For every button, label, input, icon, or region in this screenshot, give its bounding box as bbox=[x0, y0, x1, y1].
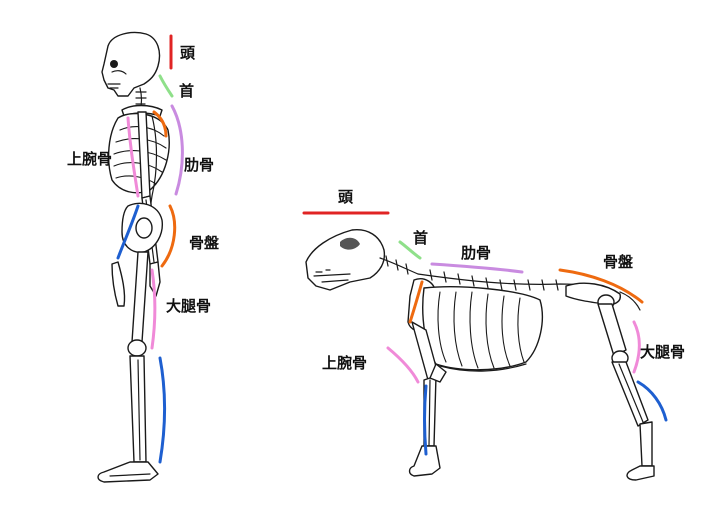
human-markers bbox=[116, 34, 184, 464]
dog-label-head: 頭 bbox=[338, 188, 354, 206]
human-femur bbox=[131, 251, 149, 343]
dog-skeleton bbox=[305, 229, 655, 481]
dog-neck-marker bbox=[398, 240, 422, 260]
dog-tibia bbox=[611, 361, 649, 427]
human-skull bbox=[101, 31, 161, 97]
dog-cervical-spine bbox=[379, 257, 419, 275]
human-label-pelvis: 骨盤 bbox=[189, 234, 220, 252]
dog-femur-marker bbox=[632, 320, 641, 374]
dog-hind-paw bbox=[626, 465, 655, 481]
human-label-head: 頭 bbox=[180, 44, 196, 62]
human-foot bbox=[97, 461, 159, 483]
human-lower-leg-marker bbox=[158, 356, 166, 464]
human-pelvis-marker bbox=[160, 204, 177, 268]
dog-label-ribs: 肋骨 bbox=[461, 244, 491, 262]
human-forearm-marker bbox=[116, 204, 140, 260]
dog-scapula-marker bbox=[408, 280, 424, 324]
dog-forearm-marker bbox=[423, 384, 428, 456]
dog-humerus-marker bbox=[386, 346, 420, 384]
human-label-humerus: 上腕骨 bbox=[67, 150, 112, 168]
dog-label-femur: 大腿骨 bbox=[640, 343, 685, 361]
dog-lower-leg-marker bbox=[636, 380, 668, 422]
dog-ribs-marker bbox=[430, 262, 524, 274]
human-shoulder-marker bbox=[152, 110, 168, 138]
human-label-ribs: 肋骨 bbox=[184, 156, 214, 174]
dog-pelvis-marker bbox=[558, 268, 644, 304]
human-labels: 頭 首 肋骨 上腕骨 骨盤 大腿骨 bbox=[67, 44, 220, 315]
dog-label-humerus: 上腕骨 bbox=[322, 354, 367, 372]
dog-labels: 頭 首 肋骨 骨盤 上腕骨 大腿骨 bbox=[322, 188, 685, 372]
dog-markers bbox=[302, 211, 668, 456]
dog-label-pelvis: 骨盤 bbox=[603, 253, 634, 271]
dog-ribcage bbox=[422, 286, 543, 371]
human-label-femur: 大腿骨 bbox=[166, 297, 211, 315]
human-neck-marker bbox=[158, 74, 174, 98]
human-femur-marker bbox=[150, 268, 157, 350]
dog-label-neck: 首 bbox=[413, 229, 428, 247]
human-skeleton bbox=[97, 31, 170, 483]
human-label-neck: 首 bbox=[179, 82, 194, 100]
human-humerus-marker bbox=[126, 116, 140, 198]
human-ribs-marker bbox=[170, 104, 184, 196]
dog-femur bbox=[597, 303, 627, 357]
